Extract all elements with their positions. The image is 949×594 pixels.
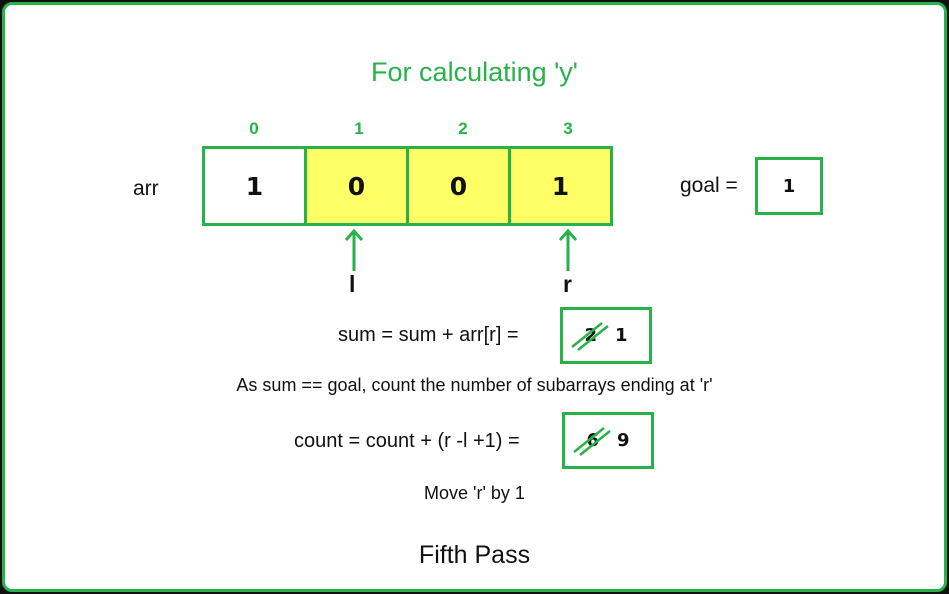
array-cell: 1 <box>202 146 307 226</box>
array-cells: 1 0 0 1 <box>202 146 613 226</box>
right-pointer-arrow-icon <box>558 228 578 271</box>
move-note: Move 'r' by 1 <box>424 483 525 503</box>
right-pointer-label: r <box>563 271 572 297</box>
strike-through-icon <box>573 427 612 456</box>
array-index: 3 <box>563 119 573 138</box>
array-cell-highlighted: 0 <box>304 146 409 226</box>
array-index: 1 <box>354 119 364 138</box>
sum-box: 2 1 <box>560 307 652 364</box>
count-old-value: 6 <box>573 427 612 456</box>
array-index: 0 <box>249 119 259 138</box>
array-cell-highlighted: 1 <box>508 146 613 226</box>
count-new-value: 9 <box>617 430 630 451</box>
sum-old-value: 2 <box>571 322 610 351</box>
sum-new-value: 1 <box>615 325 628 346</box>
goal-value: 1 <box>782 175 796 197</box>
goal-note: As sum == goal, count the number of suba… <box>236 375 713 395</box>
count-expression: count = count + (r -l +1) = <box>294 430 520 452</box>
left-pointer-arrow-icon <box>344 228 364 271</box>
goal-box: 1 <box>755 157 823 215</box>
array-index: 2 <box>458 119 468 138</box>
array-label: arr <box>133 177 159 200</box>
sum-expression: sum = sum + arr[r] = <box>338 324 519 346</box>
diagram-title: For calculating 'y' <box>371 57 578 87</box>
count-box: 6 9 <box>562 412 654 469</box>
array-cell-highlighted: 0 <box>406 146 511 226</box>
pass-label: Fifth Pass <box>418 541 531 569</box>
left-pointer-label: l <box>349 271 356 297</box>
goal-label: goal = <box>680 174 738 197</box>
strike-through-icon <box>571 322 610 351</box>
